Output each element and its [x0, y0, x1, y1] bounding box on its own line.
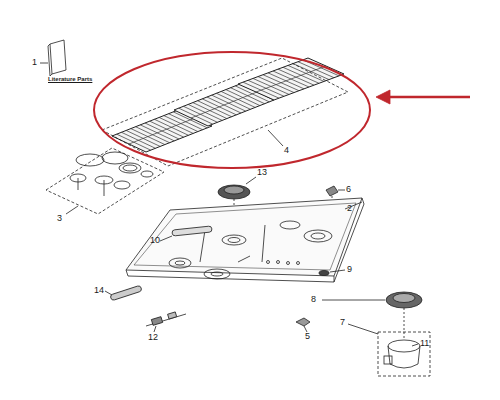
callout-number: 7 [340, 318, 345, 327]
grate-rail [129, 118, 195, 144]
callout-number: 4 [284, 146, 289, 155]
callout-number: 13 [257, 168, 267, 177]
leader-line [268, 130, 283, 146]
cooktop-plate [126, 198, 364, 282]
grate-rail [191, 92, 257, 118]
callout-number: 6 [346, 185, 351, 194]
callout-number: 3 [57, 214, 62, 223]
burner-cap-set [46, 148, 164, 214]
callout-number: 8 [311, 295, 316, 304]
grate-set [112, 58, 344, 152]
callout-number: 9 [347, 265, 352, 274]
callout-number: 2 [347, 204, 352, 213]
spring-clip [296, 318, 310, 332]
callout-number: 5 [305, 332, 310, 341]
igniter [105, 285, 142, 301]
callout-number: 1 [32, 58, 37, 67]
manifold-tube [160, 226, 212, 241]
arrow-head [376, 90, 390, 104]
grate-rail [256, 66, 326, 92]
callout-number: 10 [150, 236, 160, 245]
highlight-arrow [386, 96, 470, 99]
grate [238, 58, 344, 100]
burner-base-assembly [348, 324, 430, 376]
callout-number: 12 [148, 333, 158, 342]
callout-number: 14 [94, 286, 104, 295]
burner-head [322, 292, 422, 338]
literature-booklet [40, 40, 66, 76]
literature-heading: Literature Parts [48, 76, 92, 82]
grommet [319, 270, 345, 276]
callout-number: 11 [420, 339, 429, 348]
dashed-bracket [102, 58, 348, 166]
highlight-ellipse [94, 52, 370, 168]
electrode [146, 312, 186, 332]
